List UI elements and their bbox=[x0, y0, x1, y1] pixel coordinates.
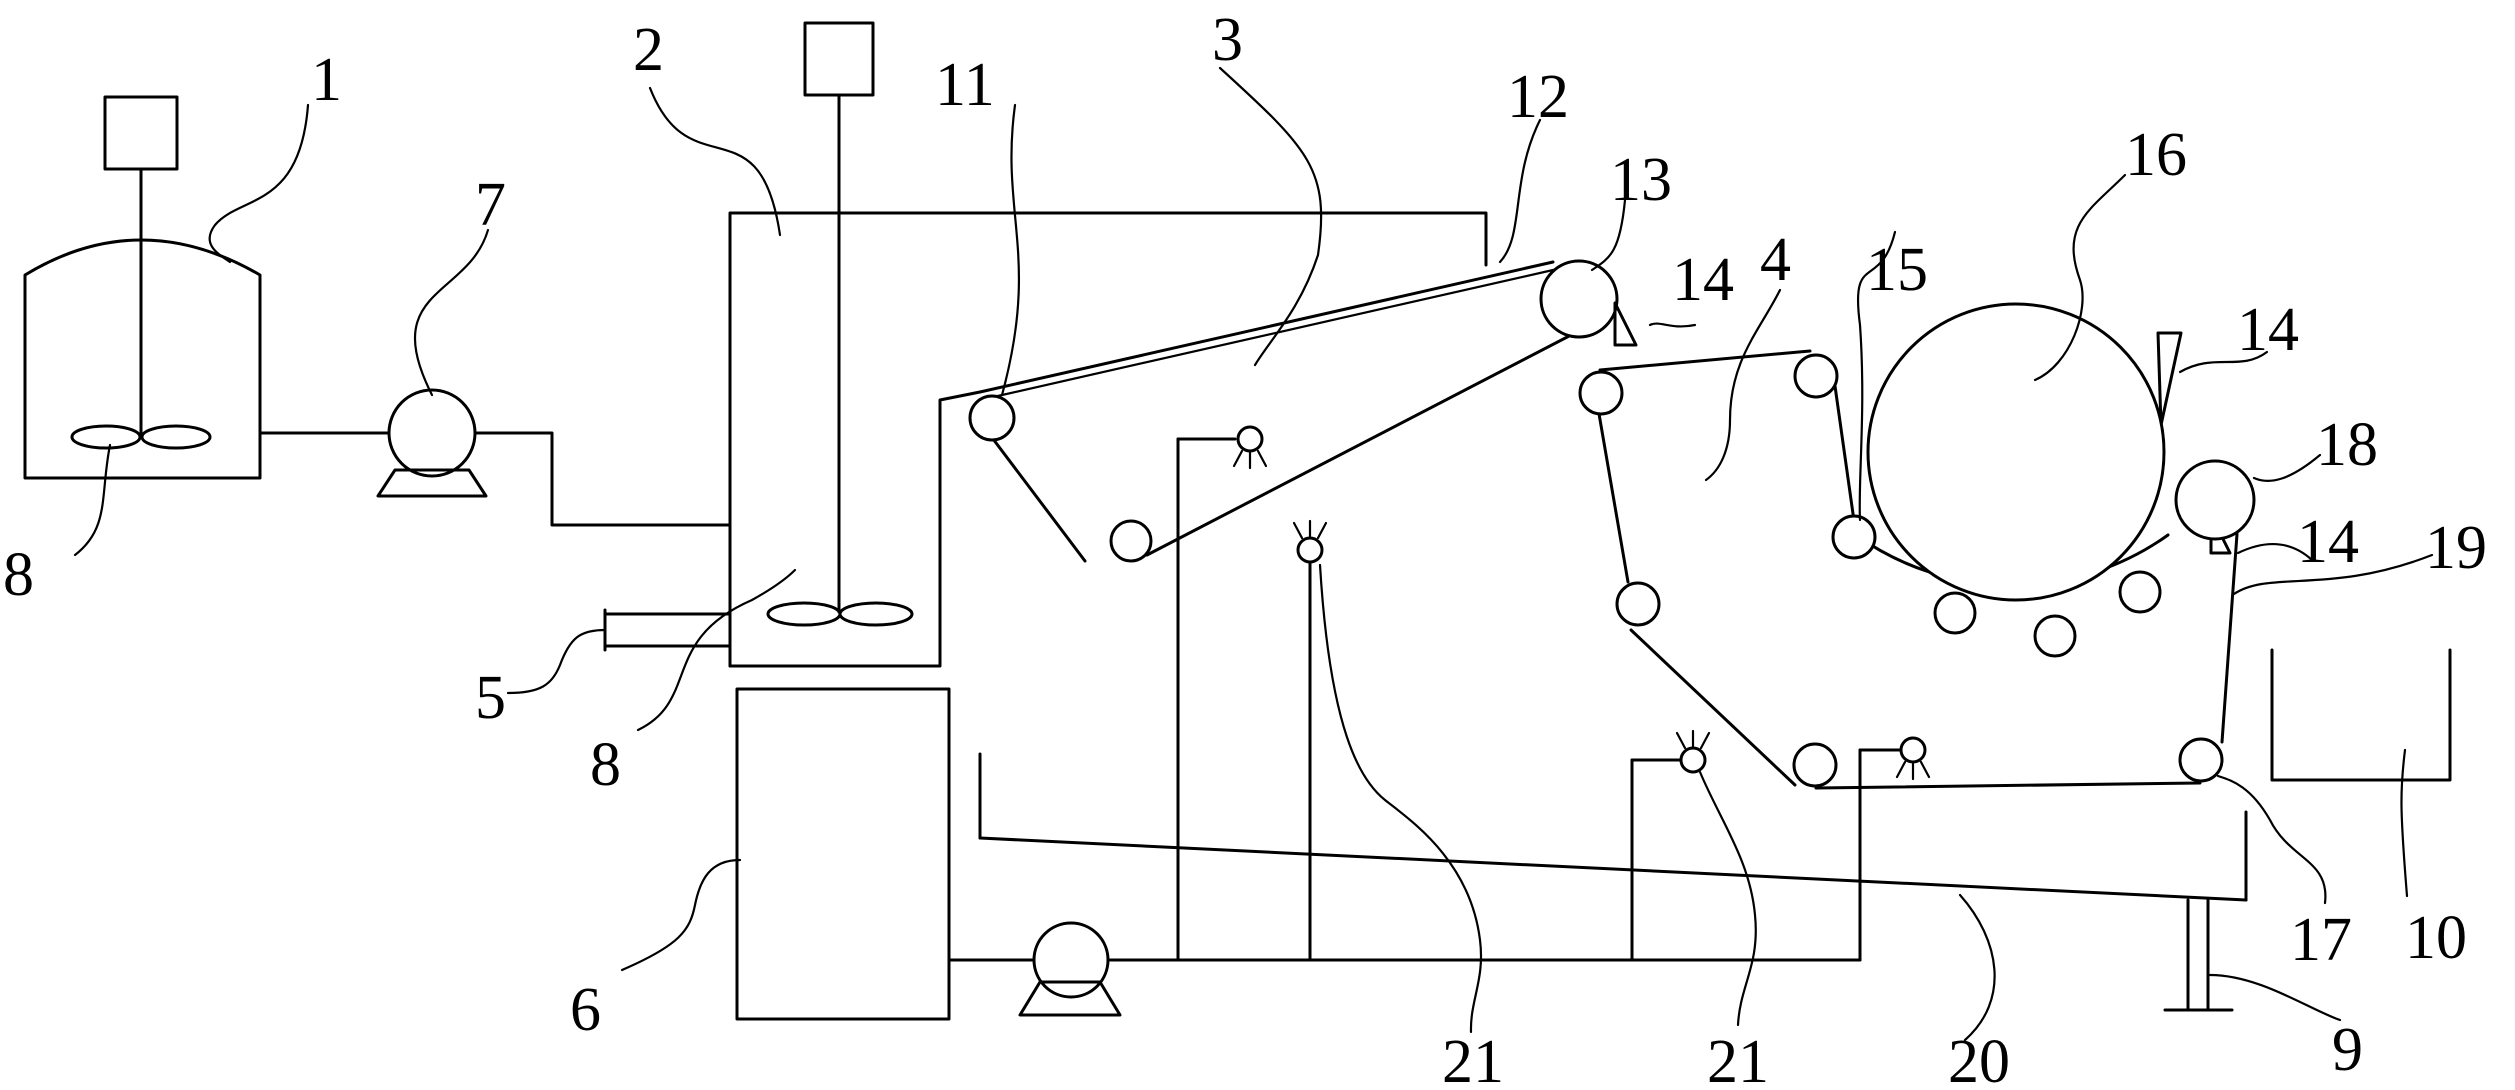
label-18: 18 bbox=[2316, 411, 2378, 479]
label-14b: 14 bbox=[2237, 296, 2299, 364]
stand-9 bbox=[2163, 898, 2234, 1012]
label-16: 16 bbox=[2125, 121, 2187, 189]
label-5: 5 bbox=[475, 664, 506, 732]
drying-cylinder-16 bbox=[1866, 302, 2166, 602]
forming-wire-3 bbox=[968, 259, 1619, 563]
label-2: 2 bbox=[633, 16, 664, 84]
spray-nozzle bbox=[1895, 736, 1931, 781]
label-20: 20 bbox=[1948, 1028, 2010, 1090]
label-11: 11 bbox=[935, 51, 995, 119]
headbox-tank-2 bbox=[728, 21, 1488, 668]
label-12: 12 bbox=[1507, 63, 1569, 131]
label-3: 3 bbox=[1212, 6, 1243, 74]
mixing-tank-1 bbox=[23, 95, 262, 480]
spray-nozzles-21 bbox=[1232, 425, 1931, 781]
label-7: 7 bbox=[475, 171, 506, 239]
label-10: 10 bbox=[2405, 904, 2467, 972]
label-14c: 14 bbox=[2297, 508, 2359, 576]
label-21a: 21 bbox=[1442, 1028, 1504, 1090]
white-water-tray-20 bbox=[978, 752, 2248, 902]
return-piping bbox=[947, 437, 1902, 962]
label-1: 1 bbox=[311, 46, 342, 114]
label-17: 17 bbox=[2290, 906, 2352, 974]
pump-7 bbox=[376, 388, 488, 498]
felt-loop-4 bbox=[1578, 349, 2224, 790]
spray-nozzle bbox=[1232, 425, 1268, 470]
tank-6 bbox=[735, 687, 951, 1021]
label-8b: 8 bbox=[590, 731, 621, 799]
number-labels: 1 2 3 4 5 6 7 8 8 9 10 11 12 13 14 14 14… bbox=[3, 6, 2487, 1090]
spray-nozzle bbox=[1292, 519, 1328, 564]
label-6: 6 bbox=[570, 976, 601, 1044]
label-21b: 21 bbox=[1707, 1028, 1769, 1090]
label-13: 13 bbox=[1610, 146, 1672, 214]
label-19: 19 bbox=[2425, 514, 2487, 582]
drain-valve-5 bbox=[603, 608, 732, 652]
feed-pipe bbox=[258, 431, 732, 527]
label-15: 15 bbox=[1866, 236, 1928, 304]
roll-18-and-sheet-19 bbox=[2174, 459, 2256, 744]
return-pump bbox=[1018, 921, 1122, 1017]
receiver-10 bbox=[2270, 648, 2452, 782]
label-4: 4 bbox=[1760, 226, 1791, 294]
leader-lines bbox=[73, 66, 2434, 1042]
label-9: 9 bbox=[2332, 1016, 2363, 1084]
label-14a: 14 bbox=[1672, 246, 1734, 314]
label-8a: 8 bbox=[3, 541, 34, 609]
spray-nozzle bbox=[1675, 729, 1711, 774]
